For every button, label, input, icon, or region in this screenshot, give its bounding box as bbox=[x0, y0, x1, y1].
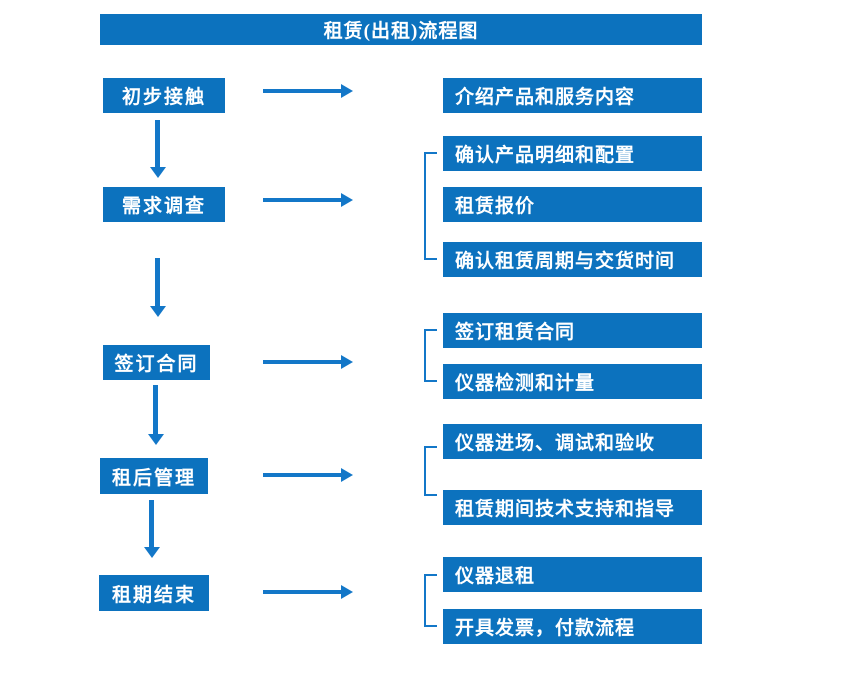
flowchart-title: 租赁(出租)流程图 bbox=[100, 14, 702, 45]
step-rental-end: 租期结束 bbox=[99, 575, 209, 611]
group-bracket bbox=[424, 574, 437, 627]
detail-box: 签订租赁合同 bbox=[443, 313, 702, 348]
arrow-shaft bbox=[153, 385, 158, 434]
arrow-shaft bbox=[263, 590, 342, 594]
flow-arrow-down-icon bbox=[150, 120, 166, 178]
flow-arrow-right-icon bbox=[263, 355, 353, 369]
flow-arrow-right-icon bbox=[263, 193, 353, 207]
flow-arrow-right-icon bbox=[263, 84, 353, 98]
arrow-head bbox=[148, 434, 164, 445]
flow-arrow-down-icon bbox=[144, 500, 160, 558]
detail-box: 介绍产品和服务内容 bbox=[443, 78, 702, 113]
arrow-head bbox=[150, 167, 166, 178]
detail-box: 租赁期间技术支持和指导 bbox=[443, 490, 702, 525]
group-bracket bbox=[424, 329, 437, 382]
group-bracket bbox=[424, 446, 437, 496]
arrow-head bbox=[341, 355, 353, 369]
detail-box: 仪器退租 bbox=[443, 557, 702, 592]
step-post-rental-management: 租后管理 bbox=[100, 458, 208, 494]
arrow-shaft bbox=[155, 120, 160, 167]
arrow-head bbox=[150, 306, 166, 317]
flow-arrow-down-icon bbox=[150, 258, 166, 317]
arrow-head bbox=[341, 193, 353, 207]
flow-arrow-down-icon bbox=[148, 385, 164, 445]
arrow-head bbox=[144, 547, 160, 558]
arrow-head bbox=[341, 585, 353, 599]
step-initial-contact: 初步接触 bbox=[103, 78, 225, 113]
arrow-head bbox=[341, 84, 353, 98]
detail-box: 租赁报价 bbox=[443, 187, 702, 222]
detail-box: 确认租赁周期与交货时间 bbox=[443, 242, 702, 277]
group-bracket bbox=[424, 152, 437, 260]
flow-arrow-right-icon bbox=[263, 585, 353, 599]
step-demand-survey: 需求调查 bbox=[103, 187, 225, 222]
arrow-shaft bbox=[263, 473, 342, 477]
arrow-shaft bbox=[149, 500, 154, 547]
detail-box: 仪器检测和计量 bbox=[443, 364, 702, 399]
arrow-shaft bbox=[155, 258, 160, 306]
detail-box: 确认产品明细和配置 bbox=[443, 136, 702, 171]
arrow-shaft bbox=[263, 198, 342, 202]
step-sign-contract: 签订合同 bbox=[103, 345, 210, 380]
detail-box: 仪器进场、调试和验收 bbox=[443, 424, 702, 459]
arrow-shaft bbox=[263, 89, 342, 93]
detail-box: 开具发票，付款流程 bbox=[443, 609, 702, 644]
flow-arrow-right-icon bbox=[263, 468, 353, 482]
arrow-shaft bbox=[263, 360, 342, 364]
arrow-head bbox=[341, 468, 353, 482]
